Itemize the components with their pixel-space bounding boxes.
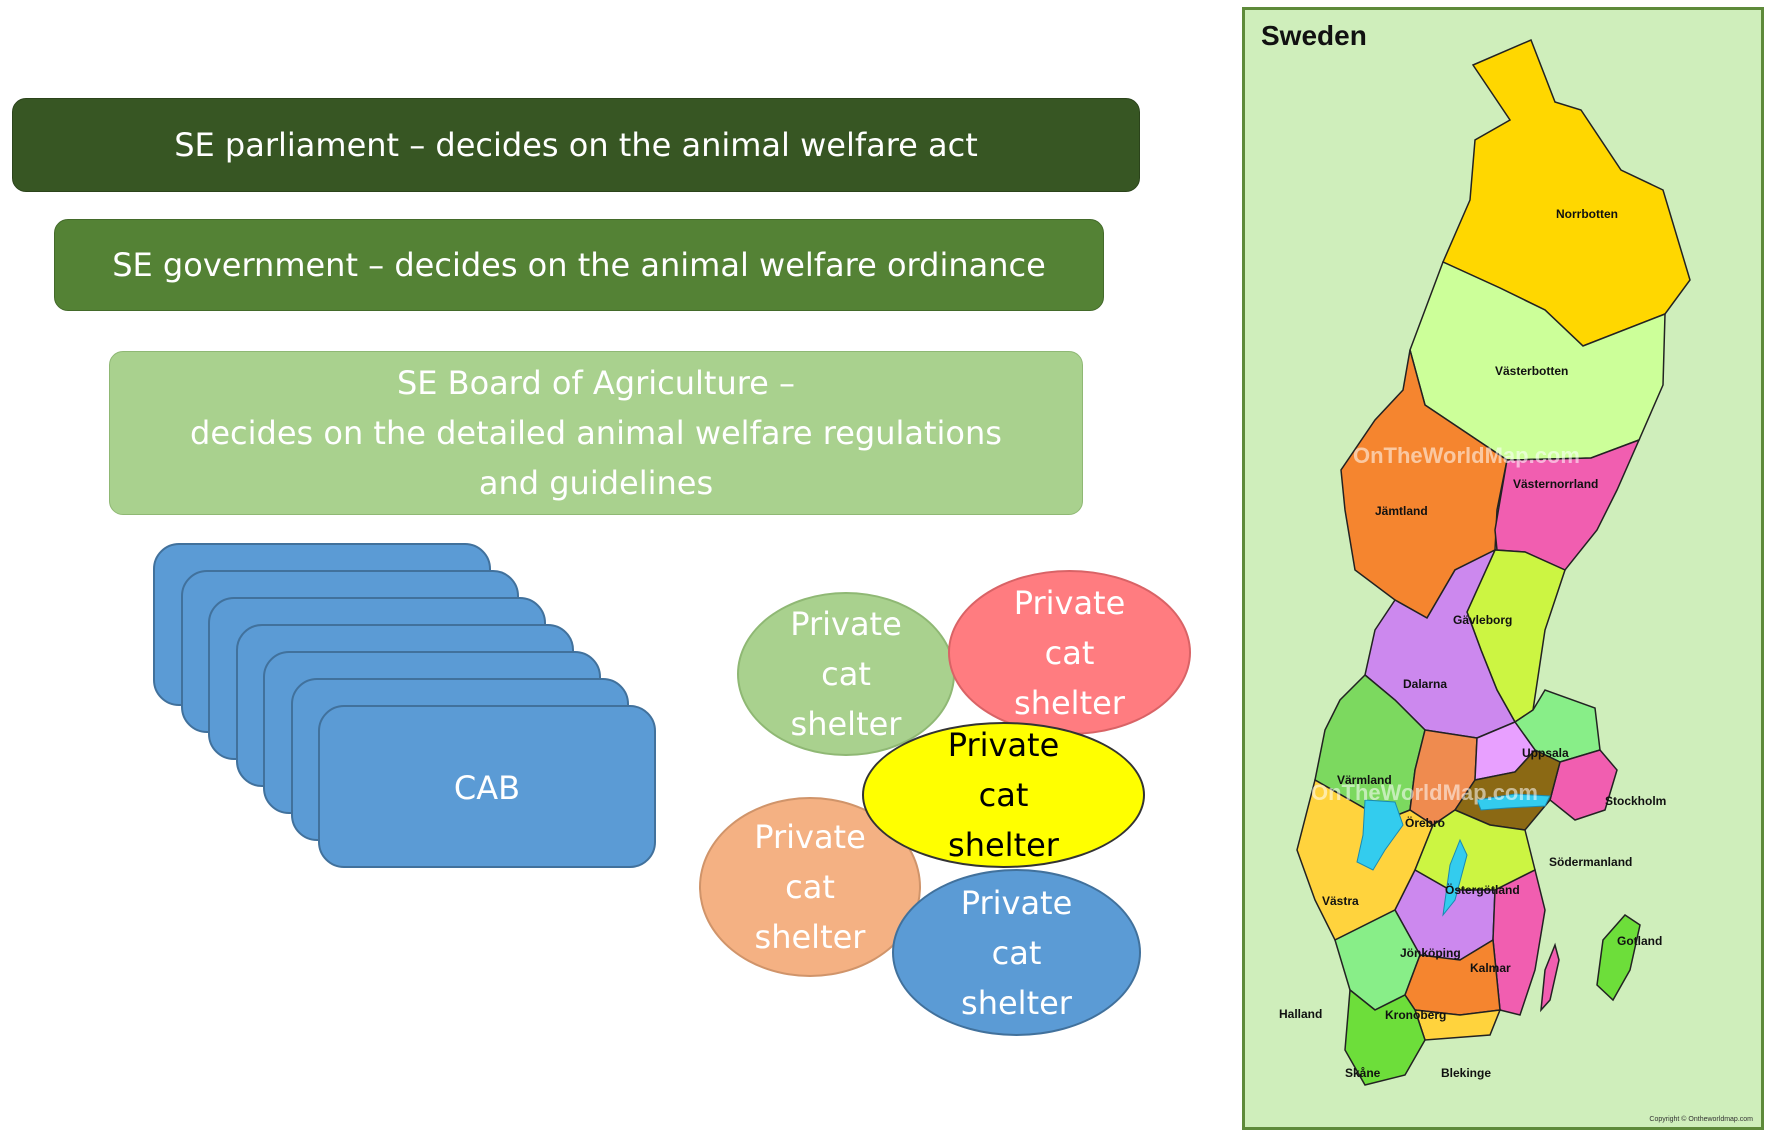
lake-vattern — [1442, 838, 1468, 917]
label-ostergotland: Östergötland — [1445, 882, 1520, 897]
map-watermark: OnTheWorldMap.com — [1353, 443, 1580, 468]
map-copyright: Copyright © Ontheworldmap.com — [1649, 1116, 1753, 1123]
label-kronoberg: Kronoberg — [1385, 1008, 1446, 1022]
private-cat-shelter-green: Private cat shelter — [737, 592, 955, 756]
label-orebro: Örebro — [1405, 815, 1445, 830]
board-label-line-1: SE Board of Agriculture – — [396, 364, 796, 402]
label-blekinge: Blekinge — [1441, 1066, 1491, 1080]
label-kalmar: Kalmar — [1470, 961, 1511, 975]
private-cat-shelter-yellow: Private cat shelter — [862, 722, 1145, 868]
board-label-line-3: and guidelines — [478, 464, 714, 502]
label-sodermanland: Södermanland — [1549, 855, 1632, 869]
shelter-line: cat — [1044, 633, 1095, 672]
shelter-line: cat — [821, 655, 871, 693]
shelter-line: Private — [790, 605, 902, 643]
shelter-line: shelter — [948, 826, 1059, 864]
region-gotland — [1596, 914, 1641, 1002]
government-label: SE government – decides on the animal we… — [112, 246, 1046, 284]
sweden-map-graphic: OnTheWorldMap.com OnTheWorldMap.com Norr… — [1279, 39, 1691, 1086]
label-gavleborg: Gävleborg — [1453, 613, 1512, 627]
label-stockholm: Stockholm — [1605, 794, 1666, 808]
label-uppsala: Uppsala — [1522, 746, 1569, 760]
label-vasterbotten: Västerbotten — [1495, 364, 1568, 378]
board-label-line-2: decides on the detailed animal welfare r… — [190, 414, 1002, 452]
private-cat-shelter-blue: Private cat shelter — [892, 869, 1141, 1036]
label-vasternorrland: Västernorrland — [1513, 477, 1598, 491]
private-cat-shelter-red: Private cat shelter — [948, 570, 1191, 735]
label-dalarna: Dalarna — [1403, 677, 1447, 691]
lake-malaren — [1476, 793, 1551, 811]
shelter-line: Private — [947, 726, 1060, 764]
cab-card — [318, 705, 656, 868]
label-varmland: Värmland — [1337, 773, 1392, 787]
shelter-line: cat — [978, 776, 1029, 814]
label-jamtland: Jämtland — [1375, 504, 1428, 518]
shelter-line: Private — [1013, 583, 1126, 622]
shelter-line: shelter — [1014, 683, 1125, 722]
label-vastra: Västra — [1322, 894, 1359, 908]
label-norrbotten: Norrbotten — [1556, 207, 1618, 221]
map-title: Sweden — [1261, 20, 1367, 51]
shelter-line: cat — [991, 933, 1042, 972]
shelter-line: Private — [960, 883, 1073, 922]
shelter-line: shelter — [754, 918, 866, 956]
region-skane — [1344, 988, 1426, 1086]
shelter-line: shelter — [961, 983, 1072, 1022]
shelter-line: cat — [785, 868, 835, 906]
shelter-line: Private — [754, 818, 866, 856]
shelter-line: shelter — [790, 705, 902, 743]
government-box: SE government – decides on the animal we… — [54, 219, 1104, 311]
map-watermark: OnTheWorldMap.com — [1311, 780, 1538, 805]
label-gotland: Gotland — [1617, 934, 1662, 948]
cab-label: CAB — [453, 768, 521, 807]
parliament-label: SE parliament – decides on the animal we… — [174, 126, 978, 164]
label-jonkoping: Jönköping — [1400, 946, 1461, 960]
lake-vanern — [1356, 799, 1404, 871]
sweden-map: OnTheWorldMap.com OnTheWorldMap.com Norr… — [1242, 7, 1764, 1130]
board-of-agriculture-box: SE Board of Agriculture – decides on the… — [109, 351, 1083, 515]
region-oland — [1540, 942, 1560, 1013]
label-skane: Skåne — [1345, 1066, 1381, 1080]
region-vasternorrland — [1494, 438, 1641, 571]
label-halland: Halland — [1279, 1007, 1322, 1021]
parliament-box: SE parliament – decides on the animal we… — [12, 98, 1140, 192]
